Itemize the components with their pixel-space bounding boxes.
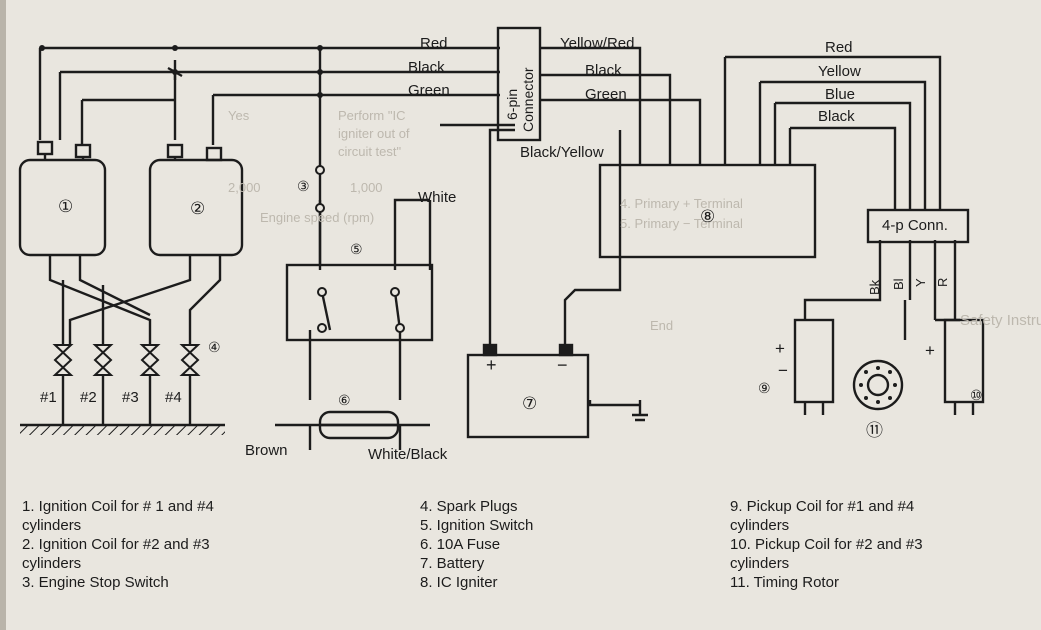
battery bbox=[466, 353, 590, 439]
legend-item: 7. Battery bbox=[420, 555, 485, 572]
battery-minus: − bbox=[557, 355, 568, 375]
label-red-left: Red bbox=[420, 35, 448, 52]
connector6-line2: Connector bbox=[520, 67, 536, 132]
bleed-yes: Yes bbox=[228, 108, 250, 123]
connector-6pin bbox=[496, 26, 542, 142]
pickup-minus: − bbox=[778, 361, 788, 380]
bleed-safety: Safety Instructions bbox=[960, 312, 1041, 329]
spark-plugs bbox=[52, 344, 201, 376]
bleed-circuit: circuit test" bbox=[338, 144, 402, 159]
legend-item: cylinders bbox=[22, 517, 82, 534]
label-yellow-right: Yellow bbox=[818, 63, 861, 80]
ic-igniter bbox=[598, 163, 817, 259]
ignition-switch-box bbox=[285, 263, 434, 342]
legend-item: cylinders bbox=[730, 517, 790, 534]
num-3: ③ bbox=[297, 180, 310, 195]
num-11: ⑪ bbox=[866, 421, 883, 440]
label-yellow-red: Yellow/Red bbox=[560, 35, 635, 52]
connector6-line1: 6-pin bbox=[504, 88, 520, 120]
rotor-dots bbox=[859, 366, 897, 404]
wire-red-right bbox=[725, 55, 942, 210]
plug-label-4: #4 bbox=[165, 389, 182, 406]
label-black-left: Black bbox=[408, 59, 445, 76]
bleed-end: End bbox=[650, 318, 674, 333]
num-8: ⑧ bbox=[700, 207, 716, 226]
legend-item: cylinders bbox=[22, 555, 82, 572]
connector-4pin bbox=[866, 208, 970, 244]
num-4: ④ bbox=[208, 341, 221, 356]
label-brown: Brown bbox=[245, 442, 288, 459]
bleed-primary2: 5. Primary − Terminal bbox=[620, 216, 743, 231]
wire-yellow-red bbox=[540, 46, 642, 165]
legend-item: 10. Pickup Coil for #2 and #3 bbox=[730, 536, 923, 553]
legend-item: 3. Engine Stop Switch bbox=[22, 574, 169, 591]
contacts bbox=[315, 165, 405, 333]
label-green-left: Green bbox=[408, 82, 450, 99]
label-white: White bbox=[418, 189, 457, 206]
wire-green-mid bbox=[540, 98, 702, 165]
junction-dots bbox=[39, 45, 323, 98]
label-black-mid: Black bbox=[585, 62, 622, 79]
label-black-right: Black bbox=[818, 108, 855, 125]
label-green-mid: Green bbox=[585, 86, 627, 103]
ground-hatch bbox=[20, 425, 225, 435]
wire-black-mid bbox=[540, 73, 672, 165]
label-blue-right: Blue bbox=[825, 86, 856, 103]
label-red-right: Red bbox=[825, 39, 853, 56]
pin-y: Y bbox=[913, 278, 928, 287]
pin-bl: Bl bbox=[891, 278, 906, 290]
plug-label-1: #1 bbox=[40, 389, 57, 406]
legend-item: 4. Spark Plugs bbox=[420, 498, 518, 515]
page-edge bbox=[0, 0, 6, 630]
legend-col-1: 1. Ignition Coil for # 1 and #4 cylinder… bbox=[22, 497, 214, 592]
num-6: ⑥ bbox=[338, 394, 351, 409]
boxes bbox=[285, 26, 985, 440]
pickup-plus: + bbox=[775, 339, 785, 358]
wire-black-yellow bbox=[563, 130, 622, 355]
bleed-perform: Perform "IC bbox=[338, 108, 406, 123]
label-black-yellow: Black/Yellow bbox=[520, 144, 604, 161]
bleed-engine-speed: Engine speed (rpm) bbox=[260, 210, 375, 225]
num-5: ⑤ bbox=[350, 243, 363, 258]
legend-col-2: 4. Spark Plugs 5. Ignition Switch 6. 10A… bbox=[420, 497, 533, 592]
battery-plus: + bbox=[486, 355, 497, 375]
coils bbox=[18, 140, 244, 257]
legend-item: 6. 10A Fuse bbox=[420, 536, 501, 553]
legend-item: cylinders bbox=[730, 555, 790, 572]
num-10: ⑩ bbox=[970, 389, 983, 404]
pin-bk: Bk bbox=[867, 279, 882, 295]
connector4-label: 4-p Conn. bbox=[882, 217, 948, 234]
bleed-primary1: 4. Primary + Terminal bbox=[620, 196, 743, 211]
legend-item: 1. Ignition Coil for # 1 and #4 bbox=[22, 498, 214, 515]
legend-item: 11. Timing Rotor bbox=[730, 574, 839, 591]
num-2: ② bbox=[190, 199, 206, 218]
num-7: ⑦ bbox=[522, 394, 538, 413]
num-9: ⑨ bbox=[758, 382, 771, 397]
wire-bk bbox=[803, 240, 882, 320]
wire-blue-right bbox=[775, 101, 912, 210]
bleed-igniter: igniter out of bbox=[338, 126, 410, 141]
timing-rotor bbox=[852, 359, 904, 411]
wire-black-right bbox=[790, 126, 897, 210]
wire-yellow-right bbox=[760, 80, 927, 210]
plug-label-3: #3 bbox=[122, 389, 139, 406]
label-white-black: White/Black bbox=[368, 446, 448, 463]
legend-item: 5. Ignition Switch bbox=[420, 517, 534, 534]
pickup-coil-1 bbox=[793, 318, 835, 404]
bleed-tick-2000: 2,000 bbox=[228, 180, 261, 195]
legend-col-3: 9. Pickup Coil for #1 and #4 cylinders 1… bbox=[730, 497, 923, 592]
legend-item: 9. Pickup Coil for #1 and #4 bbox=[730, 498, 915, 515]
num-1: ① bbox=[58, 197, 74, 216]
pickup2-plus: + bbox=[925, 341, 935, 360]
pickup-coil-2 bbox=[943, 318, 985, 404]
plug-label-2: #2 bbox=[80, 389, 97, 406]
legend-item: 8. IC Igniter bbox=[420, 574, 498, 591]
battery-terminals bbox=[482, 343, 574, 357]
legend-item: 2. Ignition Coil for #2 and #3 bbox=[22, 536, 210, 553]
bleed-tick-1000: 1,000 bbox=[350, 180, 383, 195]
pin-r: R bbox=[935, 277, 950, 287]
